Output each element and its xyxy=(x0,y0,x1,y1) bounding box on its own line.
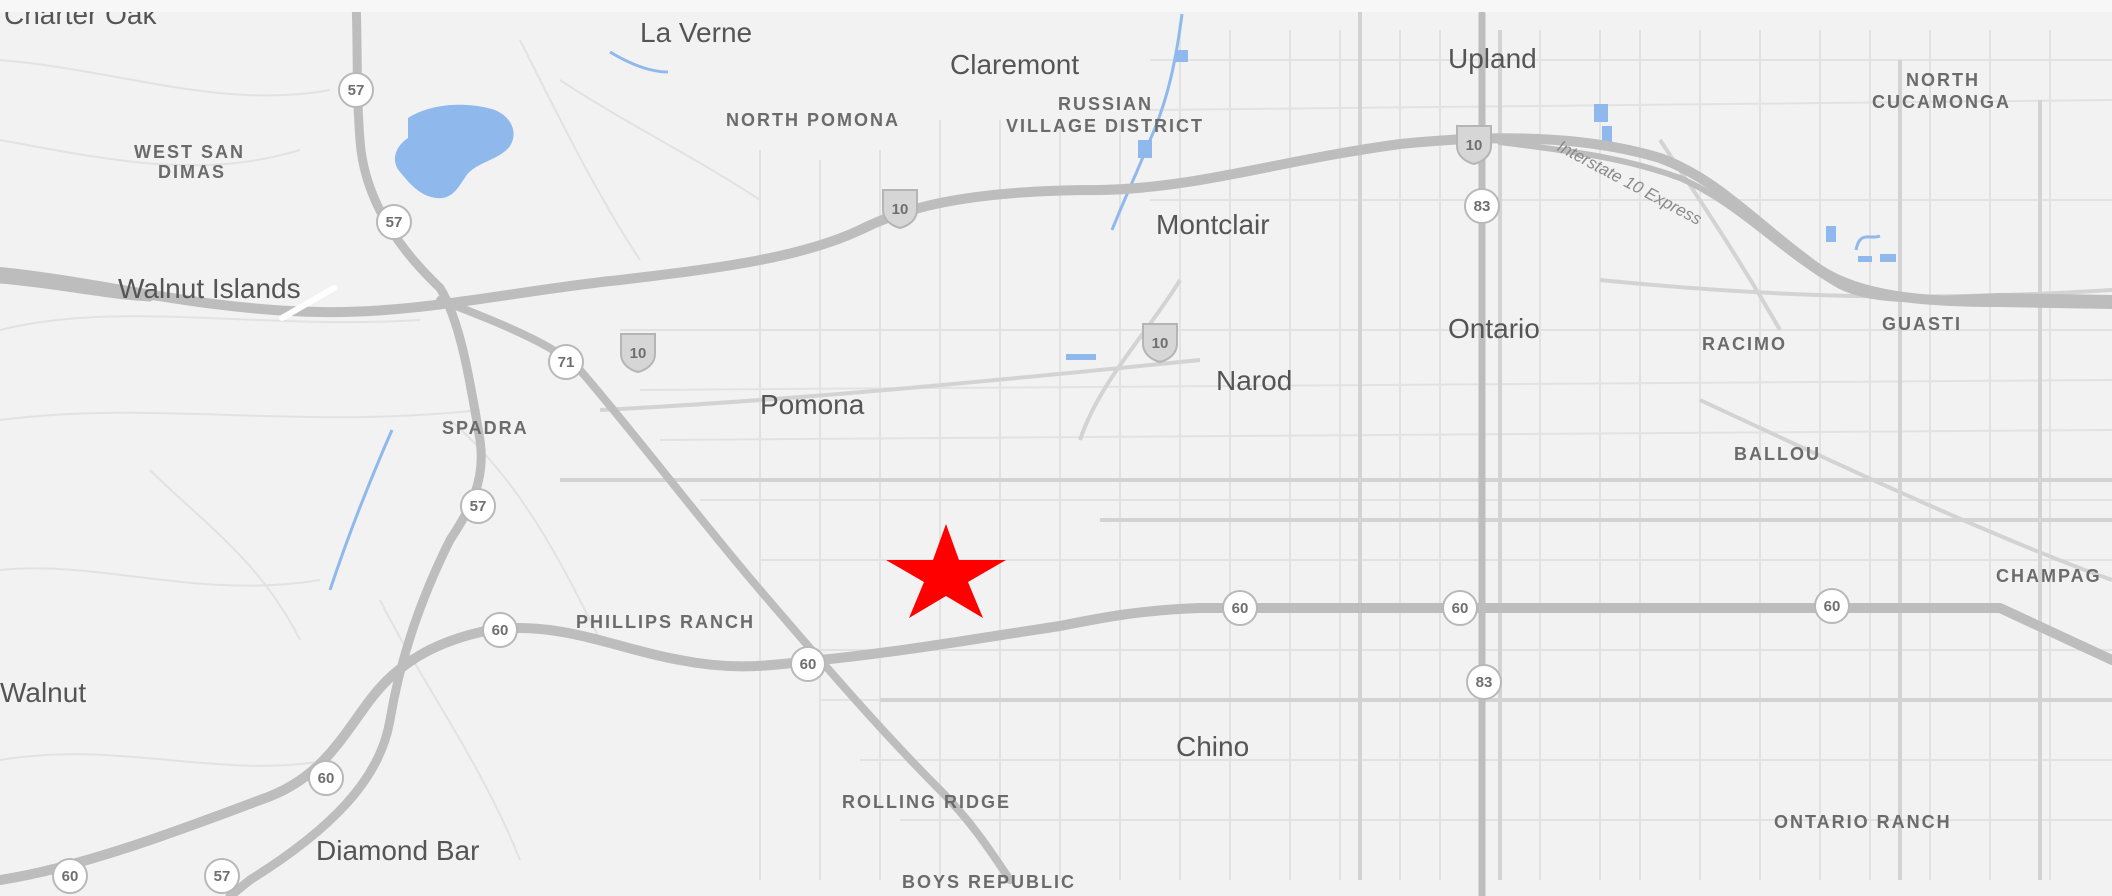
svg-text:10: 10 xyxy=(630,345,647,362)
hood-label-spadra: SPADRA xyxy=(442,418,529,438)
route-60-shield: 60 xyxy=(482,612,518,648)
hood-label-phillips-ranch: PHILLIPS RANCH xyxy=(576,612,755,632)
hood-label-ballou: BALLOU xyxy=(1734,444,1821,464)
hood-label-north: NORTH xyxy=(1906,70,1980,90)
city-label-chino: Chino xyxy=(1176,731,1249,762)
interstate-shields: 10 10 10 10 xyxy=(620,125,1492,374)
route-83-shield: 83 xyxy=(1466,664,1502,700)
city-label-la-verne: La Verne xyxy=(640,17,752,48)
hood-label-west-san: WEST SAN xyxy=(134,142,245,162)
hood-label-racimo: RACIMO xyxy=(1702,334,1787,354)
route-57-shield: 57 xyxy=(376,204,412,240)
hood-label-boys-republic: BOYS REPUBLIC xyxy=(902,872,1076,892)
svg-text:57: 57 xyxy=(470,498,487,515)
route-57-shield: 57 xyxy=(204,858,240,894)
svg-text:71: 71 xyxy=(558,354,575,371)
route-60-shield: 60 xyxy=(1814,588,1850,624)
hood-label-russian: RUSSIAN xyxy=(1058,94,1153,114)
city-label-narod: Narod xyxy=(1216,365,1292,396)
route-60-shield: 60 xyxy=(1442,590,1478,626)
svg-text:83: 83 xyxy=(1474,198,1491,215)
hood-label-rolling-ridge: ROLLING RIDGE xyxy=(842,792,1011,812)
svg-text:60: 60 xyxy=(62,868,79,885)
svg-text:60: 60 xyxy=(800,656,817,673)
hood-label-north-pomona: NORTH POMONA xyxy=(726,110,900,130)
interstate-10-shield: 10 xyxy=(1456,125,1492,166)
svg-text:83: 83 xyxy=(1476,674,1493,691)
route-60-shield: 60 xyxy=(52,858,88,894)
city-label-ontario: Ontario xyxy=(1448,313,1540,344)
interstate-10-road xyxy=(0,133,2112,318)
city-label-pomona: Pomona xyxy=(760,389,865,420)
city-labels: Charter Oak La Verne Claremont Upland Wa… xyxy=(0,0,1540,866)
hood-label-ontario-ranch: ONTARIO RANCH xyxy=(1774,812,1952,832)
route-71-shield: 71 xyxy=(548,344,584,380)
svg-text:57: 57 xyxy=(386,214,403,231)
hood-label-dimas: DIMAS xyxy=(158,162,226,182)
interstate-10-express-road xyxy=(1497,139,2112,303)
star-icon[interactable] xyxy=(886,524,1006,618)
hood-label-village-district: VILLAGE DISTRICT xyxy=(1006,116,1204,136)
svg-text:60: 60 xyxy=(492,622,509,639)
svg-text:10: 10 xyxy=(1152,335,1169,352)
svg-text:60: 60 xyxy=(318,770,335,787)
city-label-walnut-islands: Walnut Islands xyxy=(118,273,301,304)
svg-text:10: 10 xyxy=(1466,137,1483,154)
svg-text:57: 57 xyxy=(348,82,365,99)
route-60-shield: 60 xyxy=(308,760,344,796)
state-route-shields: 57 57 57 57 71 83 xyxy=(52,72,1850,894)
svg-text:57: 57 xyxy=(214,868,231,885)
city-label-diamond-bar: Diamond Bar xyxy=(316,835,479,866)
route-83-shield: 83 xyxy=(1464,188,1500,224)
streams xyxy=(328,13,1881,591)
city-label-walnut: Walnut xyxy=(0,677,86,708)
route-57-shield: 57 xyxy=(460,488,496,524)
svg-text:10: 10 xyxy=(892,201,909,218)
route-60-shield: 60 xyxy=(1222,590,1258,626)
hood-label-cucamonga: CUCAMONGA xyxy=(1872,92,2011,112)
hood-label-guasti: GUASTI xyxy=(1882,314,1962,334)
lake-puddingstone xyxy=(394,104,514,199)
city-label-claremont: Claremont xyxy=(950,49,1079,80)
route-57-shield: 57 xyxy=(338,72,374,108)
route-60-road xyxy=(0,603,2112,885)
svg-text:60: 60 xyxy=(1452,600,1469,617)
hood-label-champagne: CHAMPAG xyxy=(1996,566,2102,586)
interstate-10-shield: 10 xyxy=(882,189,918,230)
road-tick xyxy=(279,285,337,321)
neighborhood-labels: NORTH POMONA RUSSIAN VILLAGE DISTRICT WE… xyxy=(134,70,2102,892)
map-top-border xyxy=(0,0,2112,12)
svg-text:60: 60 xyxy=(1824,598,1841,615)
interstate-10-shield: 10 xyxy=(1142,323,1178,364)
city-label-upland: Upland xyxy=(1448,43,1537,74)
city-label-montclair: Montclair xyxy=(1156,209,1270,240)
route-57-road xyxy=(225,0,486,896)
route-60-shield: 60 xyxy=(790,646,826,682)
interstate-10-shield: 10 xyxy=(620,333,656,374)
svg-text:60: 60 xyxy=(1232,600,1249,617)
